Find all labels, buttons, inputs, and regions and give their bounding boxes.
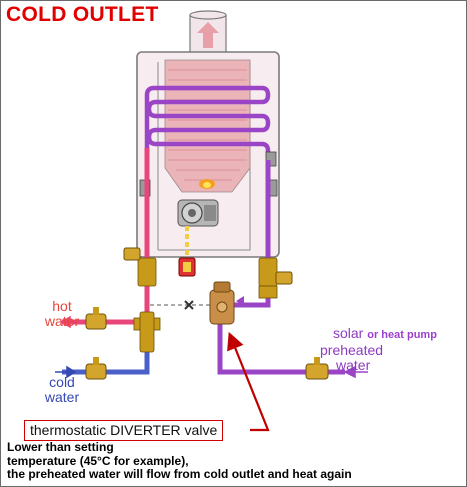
hot-water-label-line2: water <box>44 313 80 329</box>
gas-cock <box>178 257 196 277</box>
burner-flame-icon <box>199 179 215 189</box>
callout-arrow <box>227 331 270 432</box>
heat-exchanger <box>164 59 251 193</box>
preheated-water-valve <box>305 357 329 380</box>
hot-water-valve <box>85 307 107 330</box>
exhaust-arrow-icon <box>197 22 219 48</box>
heating-coil <box>144 85 271 160</box>
cold-water-label-line2: water <box>44 389 80 405</box>
preheated-water-label: solar or heat pump preheated water <box>320 326 460 373</box>
preheated-arrow-icon <box>343 365 368 379</box>
explanation-note: Lower than setting temperature (45°C for… <box>7 440 352 482</box>
cold-water-arrow-icon <box>55 365 77 379</box>
note-line-2: temperature (45°C for example), <box>7 453 189 468</box>
solar-label: solar <box>333 325 364 341</box>
preheated-label: preheated <box>320 342 384 358</box>
hot-water-arrow-icon <box>60 315 80 329</box>
bypass-closed-icon <box>184 300 194 310</box>
diverter-valve-icon <box>209 281 235 325</box>
diverter-inflow-arrow-icon <box>236 296 244 306</box>
solar-water-label: water <box>336 357 371 373</box>
top-right-valve <box>275 271 293 285</box>
diagram-title: COLD OUTLET <box>6 3 159 26</box>
cold-water-label-line1: cold <box>49 374 75 390</box>
heat-pump-label: or heat pump <box>367 329 437 341</box>
note-line-3: the preheated water will flow from cold … <box>7 467 352 481</box>
hot-water-label: hot water <box>36 299 88 329</box>
hot-water-label-line1: hot <box>52 298 72 314</box>
top-left-valve <box>123 247 141 261</box>
preheated-water-pipe <box>217 320 345 375</box>
right-sensor-top <box>265 151 277 167</box>
note-line-1: Lower than setting <box>7 440 114 454</box>
diverter-valve-label: thermostatic DIVERTER valve <box>24 420 224 441</box>
gas-valve-unit <box>177 199 219 227</box>
cold-water-valve <box>85 357 107 380</box>
cold-water-label: cold water <box>36 375 88 405</box>
fittings <box>133 257 278 353</box>
